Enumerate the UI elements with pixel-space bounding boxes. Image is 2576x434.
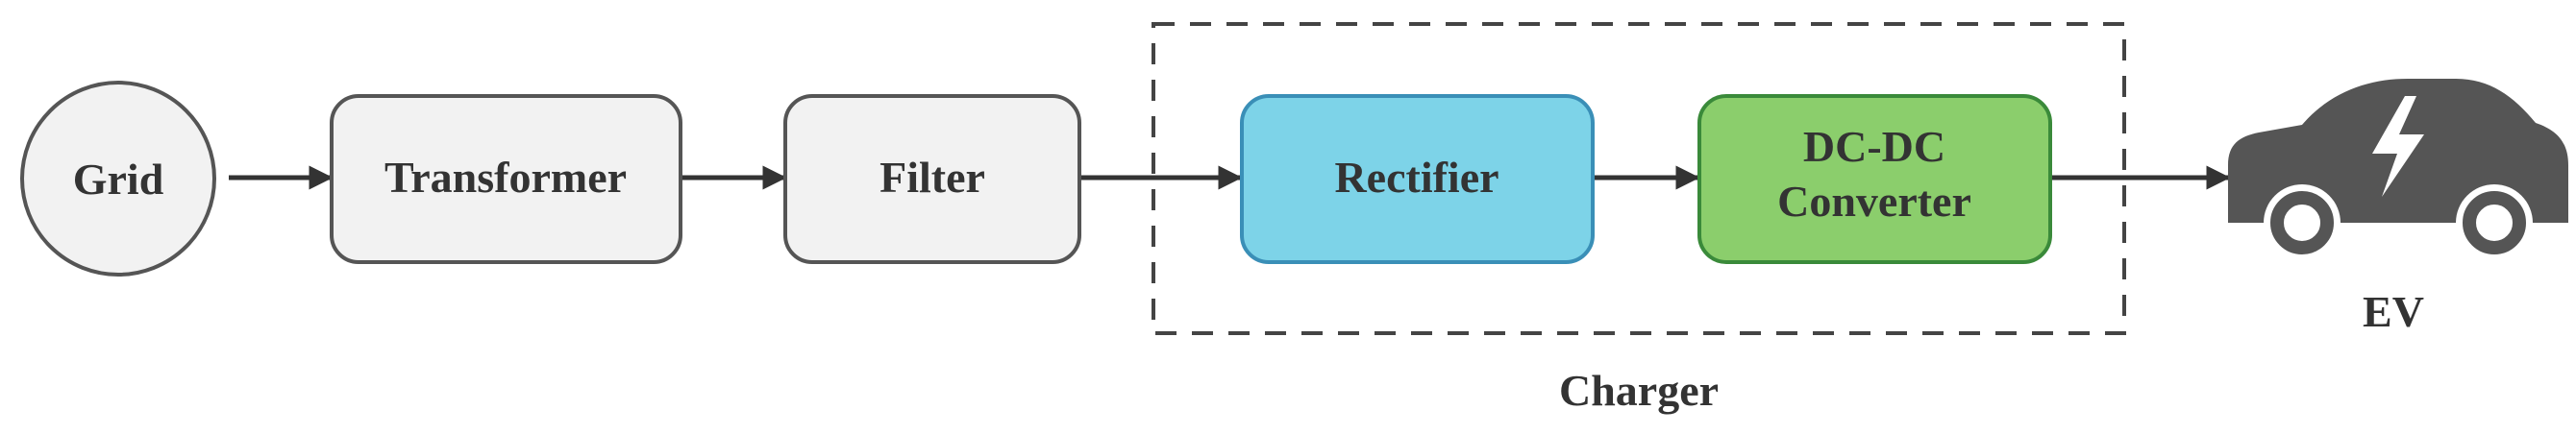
rectifier-node: Rectifier bbox=[1240, 94, 1595, 264]
electric-car-icon bbox=[2228, 79, 2568, 261]
dcdc-converter-node: DC-DC Converter bbox=[1697, 94, 2052, 264]
filter-label: Filter bbox=[879, 153, 985, 202]
dcdc-label-line1: DC-DC bbox=[1803, 122, 1945, 171]
transformer-label: Transformer bbox=[384, 153, 627, 202]
ev-label: EV bbox=[2363, 287, 2424, 336]
charger-group-border bbox=[1152, 22, 2126, 335]
lightning-bolt-icon bbox=[2372, 96, 2424, 197]
grid-label: Grid bbox=[73, 155, 164, 204]
dcdc-label-line2: Converter bbox=[1777, 177, 1971, 226]
grid-node: Grid bbox=[20, 81, 216, 277]
rectifier-label: Rectifier bbox=[1334, 153, 1499, 202]
transformer-node: Transformer bbox=[330, 94, 682, 264]
filter-node: Filter bbox=[783, 94, 1081, 264]
charger-label: Charger bbox=[1559, 366, 1719, 415]
